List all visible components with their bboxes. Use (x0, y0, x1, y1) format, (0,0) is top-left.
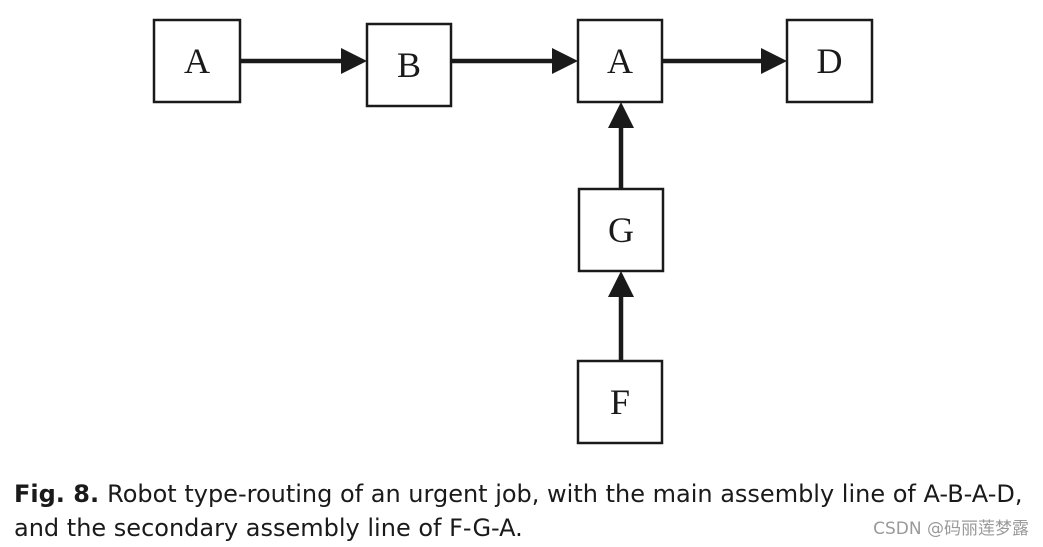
figure-label: Fig. 8. (14, 480, 100, 508)
node-n3: A (576, 18, 664, 104)
arrowhead-icon (552, 48, 578, 74)
edge-n6-to-n5 (608, 271, 634, 361)
watermark: CSDN @码丽莲梦露 (873, 519, 1029, 539)
node-label: A (607, 41, 633, 81)
node-label: D (817, 41, 843, 81)
routing-diagram: A B A D G F (152, 18, 874, 445)
node-label: G (608, 210, 634, 250)
arrowhead-icon (608, 102, 634, 128)
node-box (785, 18, 874, 104)
node-label: F (610, 382, 630, 422)
node-box (577, 187, 665, 273)
arrowhead-icon (761, 48, 787, 74)
edge-n2-to-n3 (451, 48, 578, 74)
nodes: A B A D G F (152, 18, 874, 445)
figure-caption: Fig. 8.Robot type-routing of an urgent j… (14, 477, 1024, 545)
edge-n3-to-n4 (662, 48, 787, 74)
arrowhead-icon (341, 48, 367, 74)
node-box (365, 22, 453, 108)
edges (240, 48, 787, 361)
node-n2: B (365, 22, 453, 108)
node-n5: G (577, 187, 665, 273)
node-n6: F (576, 359, 664, 445)
node-label: B (397, 45, 421, 85)
node-label: A (184, 41, 210, 81)
figure-caption-text: Robot type-routing of an urgent job, wit… (14, 480, 1023, 542)
node-box (576, 359, 664, 445)
node-box (152, 18, 242, 104)
node-n4: D (785, 18, 874, 104)
edge-n5-to-n3 (608, 102, 634, 189)
node-box (576, 18, 664, 104)
arrowhead-icon (608, 271, 634, 297)
edge-n1-to-n2 (240, 48, 367, 74)
node-n1: A (152, 18, 242, 104)
